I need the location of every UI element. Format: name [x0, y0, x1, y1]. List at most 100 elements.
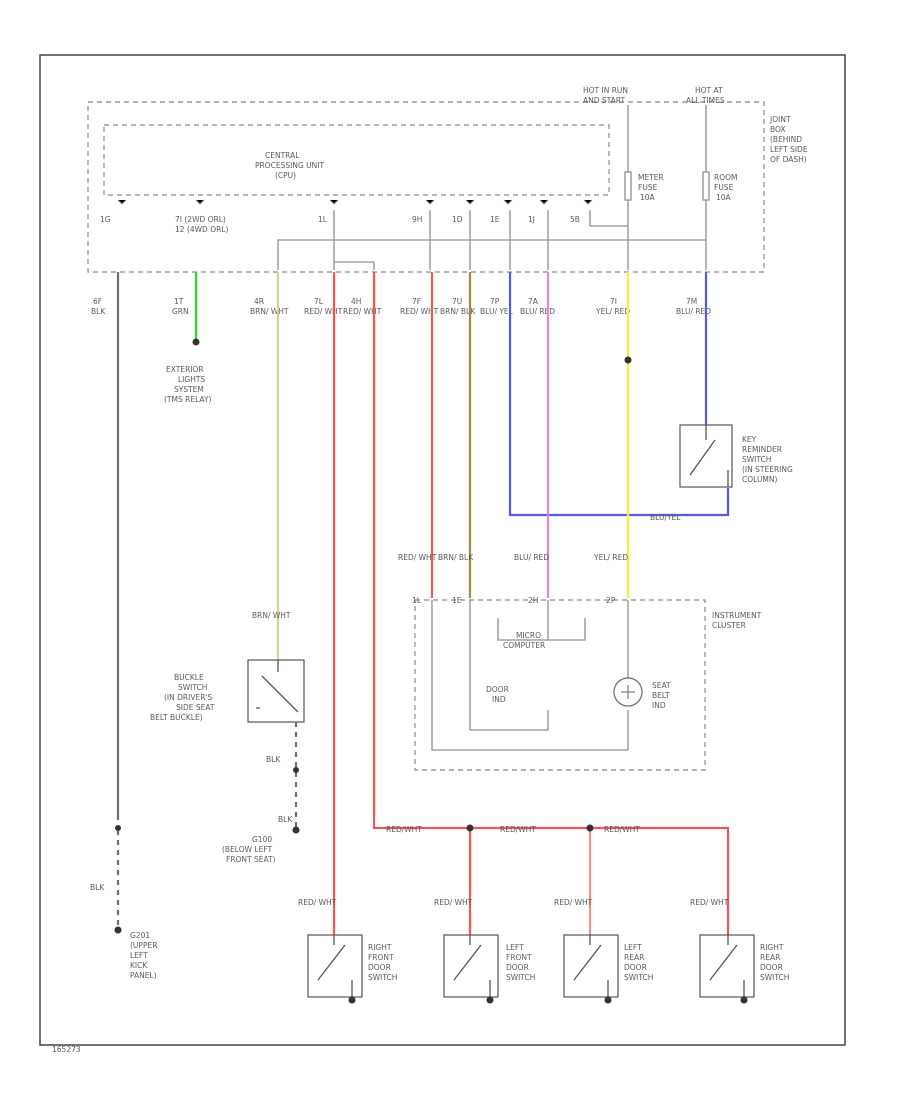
instrument-cluster-label: INSTRUMENT CLUSTER: [712, 611, 762, 630]
svg-text:EXTERIOR: EXTERIOR: [166, 365, 204, 374]
svg-text:DOOR: DOOR: [368, 963, 391, 972]
svg-text:COMPUTER: COMPUTER: [503, 641, 545, 650]
svg-text:(BEHIND: (BEHIND: [770, 135, 802, 144]
svg-text:SWITCH: SWITCH: [178, 683, 207, 692]
svg-text:BLU/ YEL: BLU/ YEL: [480, 307, 514, 316]
svg-text:MICRO: MICRO: [516, 631, 541, 640]
svg-text:SWITCH: SWITCH: [368, 973, 397, 982]
svg-text:LIGHTS: LIGHTS: [178, 375, 205, 384]
svg-text:DOOR: DOOR: [624, 963, 647, 972]
svg-text:LEFT: LEFT: [506, 943, 524, 952]
svg-text:BLU/ RED: BLU/ RED: [676, 307, 711, 316]
buckle-ground-wire-label: BLK: [266, 755, 281, 764]
meter-fuse-feed: [624, 105, 632, 270]
svg-text:5B: 5B: [570, 215, 580, 224]
svg-text:1J: 1J: [528, 215, 535, 224]
svg-text:7I (2WD ORL): 7I (2WD ORL): [175, 215, 226, 224]
svg-text:YEL/ RED: YEL/ RED: [593, 553, 628, 562]
svg-text:(UPPER: (UPPER: [130, 941, 157, 950]
svg-text:(IN STEERING: (IN STEERING: [742, 465, 793, 474]
svg-text:BLU/ RED: BLU/ RED: [514, 553, 549, 562]
svg-text:FUSE: FUSE: [638, 183, 658, 192]
wire-blu-yel: [508, 272, 730, 517]
svg-text:CENTRAL: CENTRAL: [265, 151, 300, 160]
svg-text:(CPU): (CPU): [275, 171, 296, 180]
meter-fuse-label: METER FUSE 10A: [638, 173, 664, 202]
svg-text:RED/WHT: RED/WHT: [386, 825, 422, 834]
svg-text:REAR: REAR: [624, 953, 644, 962]
door-bus-labels: RED/WHT RED/WHT RED/WHT: [386, 825, 640, 834]
svg-text:INSTRUMENT: INSTRUMENT: [712, 611, 762, 620]
g100-ground-dot: [292, 826, 300, 834]
svg-text:OF DASH): OF DASH): [770, 155, 807, 164]
svg-text:9H: 9H: [412, 215, 422, 224]
svg-text:12 (4WD ORL): 12 (4WD ORL): [175, 225, 228, 234]
splice-dots: [114, 338, 632, 934]
buckle-ground-wire-label-2: BLK: [278, 815, 293, 824]
svg-text:AND START: AND START: [583, 96, 625, 105]
g201-label: G201 (UPPER LEFT KICK PANEL): [130, 931, 157, 980]
cluster-internal-wiring: [431, 600, 629, 751]
svg-text:G100: G100: [252, 835, 272, 844]
svg-text:RED/ WHT: RED/ WHT: [434, 898, 473, 907]
svg-text:LEFT SIDE: LEFT SIDE: [770, 145, 808, 154]
buckle-wire-label: BRN/ WHT: [252, 611, 291, 620]
svg-text:BOX: BOX: [770, 125, 786, 134]
svg-text:BRN/ BLK: BRN/ BLK: [440, 307, 476, 316]
svg-text:1G: 1G: [100, 215, 111, 224]
svg-text:JOINT: JOINT: [769, 115, 791, 124]
hot-in-run-label: HOT IN RUN AND START: [583, 86, 628, 105]
svg-text:(BELOW LEFT: (BELOW LEFT: [222, 845, 273, 854]
svg-text:FRONT: FRONT: [506, 953, 532, 962]
svg-text:IND: IND: [652, 701, 666, 710]
wire-red-wht-4h: [372, 272, 730, 935]
svg-text:BRN/ WHT: BRN/ WHT: [250, 307, 289, 316]
svg-text:7F: 7F: [412, 297, 421, 306]
buckle-switch-label: BUCKLE SWITCH (IN DRIVER'S SIDE SEAT BEL…: [150, 673, 215, 722]
svg-text:PANEL): PANEL): [130, 971, 157, 980]
svg-text:RED/WHT: RED/WHT: [500, 825, 536, 834]
svg-text:LEFT: LEFT: [624, 943, 642, 952]
svg-text:G201: G201: [130, 931, 150, 940]
svg-text:1E: 1E: [490, 215, 500, 224]
svg-text:METER: METER: [638, 173, 664, 182]
hot-at-all-times-label: HOT AT ALL TIMES: [686, 86, 725, 105]
svg-text:RED/ WHT: RED/ WHT: [298, 898, 337, 907]
svg-text:SWITCH: SWITCH: [624, 973, 653, 982]
svg-text:10A: 10A: [640, 193, 656, 202]
room-fuse-feed: [702, 105, 710, 270]
svg-text:ROOM: ROOM: [714, 173, 738, 182]
svg-text:2P: 2P: [606, 596, 616, 605]
svg-text:RED/WHT: RED/WHT: [604, 825, 640, 834]
left-front-door-switch: RED/ WHT LEFT FRONT DOOR SWITCH: [434, 898, 535, 1004]
joint-box-label: JOINT BOX (BEHIND LEFT SIDE OF DASH): [769, 115, 808, 164]
svg-text:RED/ WHT: RED/ WHT: [304, 307, 343, 316]
cluster-wire-labels: RED/ WHT BRN/ BLK BLU/ RED YEL/ RED 1L 1…: [398, 553, 628, 605]
diagram-id: 165273: [52, 1045, 81, 1054]
internal-bus: [277, 210, 706, 270]
svg-text:REAR: REAR: [760, 953, 780, 962]
svg-text:1T: 1T: [174, 297, 184, 306]
svg-text:RED/ WHT: RED/ WHT: [343, 307, 382, 316]
diagram-frame: [39, 54, 846, 1046]
svg-text:7P: 7P: [490, 297, 500, 306]
svg-text:KICK: KICK: [130, 961, 148, 970]
seat-belt-ind: [613, 677, 643, 707]
svg-text:BELT BUCKLE): BELT BUCKLE): [150, 713, 203, 722]
svg-text:FUSE: FUSE: [714, 183, 734, 192]
svg-text:4R: 4R: [254, 297, 264, 306]
svg-text:SIDE SEAT: SIDE SEAT: [176, 703, 215, 712]
buckle-switch: [247, 659, 305, 723]
microcomputer-label: MICRO COMPUTER: [503, 631, 545, 650]
svg-text:IND: IND: [492, 695, 506, 704]
svg-text:BUCKLE: BUCKLE: [174, 673, 204, 682]
key-reminder-switch: [679, 424, 733, 488]
svg-text:RED/ WHT: RED/ WHT: [554, 898, 593, 907]
right-rear-door-switch: RED/ WHT RIGHT REAR DOOR SWITCH: [690, 898, 789, 1004]
svg-text:DOOR: DOOR: [486, 685, 509, 694]
left-rear-door-switch: RED/ WHT LEFT REAR DOOR SWITCH: [554, 898, 653, 1004]
svg-text:BLU/ RED: BLU/ RED: [520, 307, 555, 316]
svg-text:1D: 1D: [452, 215, 463, 224]
svg-text:2H: 2H: [528, 596, 538, 605]
svg-text:COLUMN): COLUMN): [742, 475, 778, 484]
